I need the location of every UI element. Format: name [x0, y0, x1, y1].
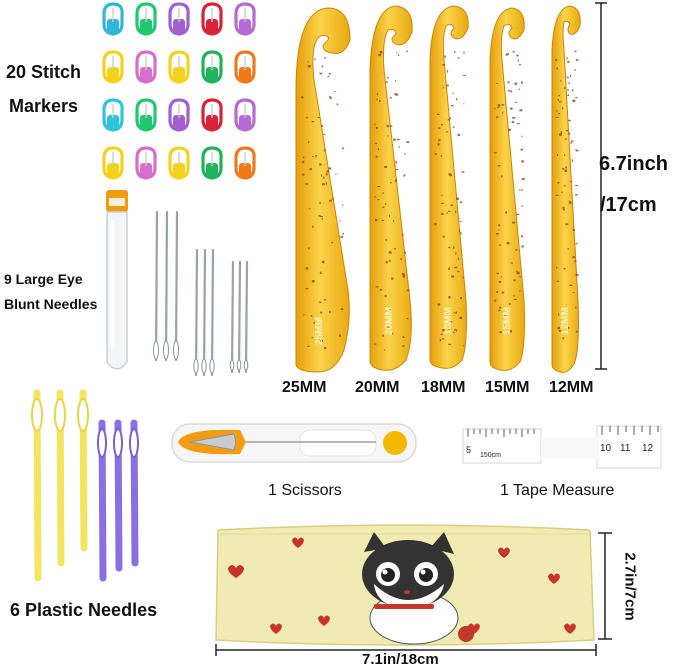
stitch-marker — [135, 146, 157, 180]
stitch-marker — [135, 2, 157, 36]
bag-height-label: 2.7in/7cm — [621, 552, 639, 621]
cat-pencil-bag — [214, 522, 596, 650]
stitch-marker — [102, 50, 124, 84]
height-label-line2: /17cm — [600, 194, 657, 216]
tape-measure: 5 150cm 10 11 12 — [462, 425, 662, 469]
needle-tube — [101, 190, 133, 375]
stitch-marker — [102, 98, 124, 132]
stitch-marker — [201, 98, 223, 132]
stitch-marker — [102, 146, 124, 180]
bag-height-dimension-line — [596, 530, 614, 642]
hook-25mm — [295, 7, 351, 373]
hook-stamp-12: 12MM — [560, 307, 571, 335]
crochet-hooks: 25MM 20MM 18MM 15MM 12MM — [278, 0, 598, 380]
stitch-markers-label-line1: 20 Stitch — [6, 62, 82, 82]
stitch-marker — [168, 2, 190, 36]
thread-scissors — [170, 420, 420, 466]
needles-label-line1: 9 Large Eye — [4, 271, 83, 287]
hook-stamp-15: 15MM — [502, 307, 513, 335]
bag-width-dimension-line — [214, 643, 598, 657]
stitch-marker — [201, 50, 223, 84]
stitch-marker — [234, 98, 256, 132]
stitch-marker — [168, 146, 190, 180]
stitch-marker — [102, 2, 124, 36]
scissors-label: 1 Scissors — [268, 482, 342, 499]
hook-stamp-18: 18MM — [443, 307, 454, 335]
stitch-marker — [168, 50, 190, 84]
large-eye-needles — [145, 210, 255, 380]
hook-18mm — [429, 5, 469, 369]
stitch-markers-grid — [102, 2, 262, 192]
stitch-marker — [234, 2, 256, 36]
hook-label-25mm: 25MM — [282, 379, 327, 396]
hook-stamp-20: 20MM — [384, 307, 395, 335]
stitch-marker — [234, 50, 256, 84]
hook-20mm — [369, 5, 413, 371]
tape-mark-150: 150cm — [480, 452, 501, 459]
stitch-marker — [135, 98, 157, 132]
stitch-marker — [168, 98, 190, 132]
stitch-markers-label-line2: Markers — [9, 96, 79, 116]
height-label-line1: 6.7inch — [599, 153, 668, 175]
hook-15mm — [489, 7, 525, 371]
hook-label-18mm: 18MM — [421, 379, 466, 396]
hook-label-12mm: 12MM — [549, 379, 594, 396]
tape-mark-12: 12 — [642, 443, 654, 454]
hook-label-15mm: 15MM — [485, 379, 530, 396]
plastic-needles — [20, 383, 150, 583]
stitch-marker — [234, 146, 256, 180]
height-dimension-line — [594, 0, 608, 372]
tape-mark-11: 11 — [620, 443, 631, 454]
stitch-marker — [135, 50, 157, 84]
hook-12mm — [551, 5, 581, 373]
cat-illustration — [362, 532, 474, 645]
hook-label-20mm: 20MM — [355, 379, 400, 396]
plastic-needles-label: 6 Plastic Needles — [10, 600, 158, 620]
bag-height-label-wrap: 2.7in/7cm — [616, 540, 640, 640]
needles-label-line2: Blunt Needles — [4, 296, 98, 312]
tape-mark-10: 10 — [600, 443, 612, 454]
tape-measure-label: 1 Tape Measure — [500, 482, 615, 499]
hook-stamp-25: 25MM — [314, 317, 325, 345]
stitch-marker — [201, 2, 223, 36]
tape-mark-5: 5 — [466, 445, 471, 455]
bag-width-label: 7.1in/18cm — [362, 651, 439, 668]
stitch-marker — [201, 146, 223, 180]
